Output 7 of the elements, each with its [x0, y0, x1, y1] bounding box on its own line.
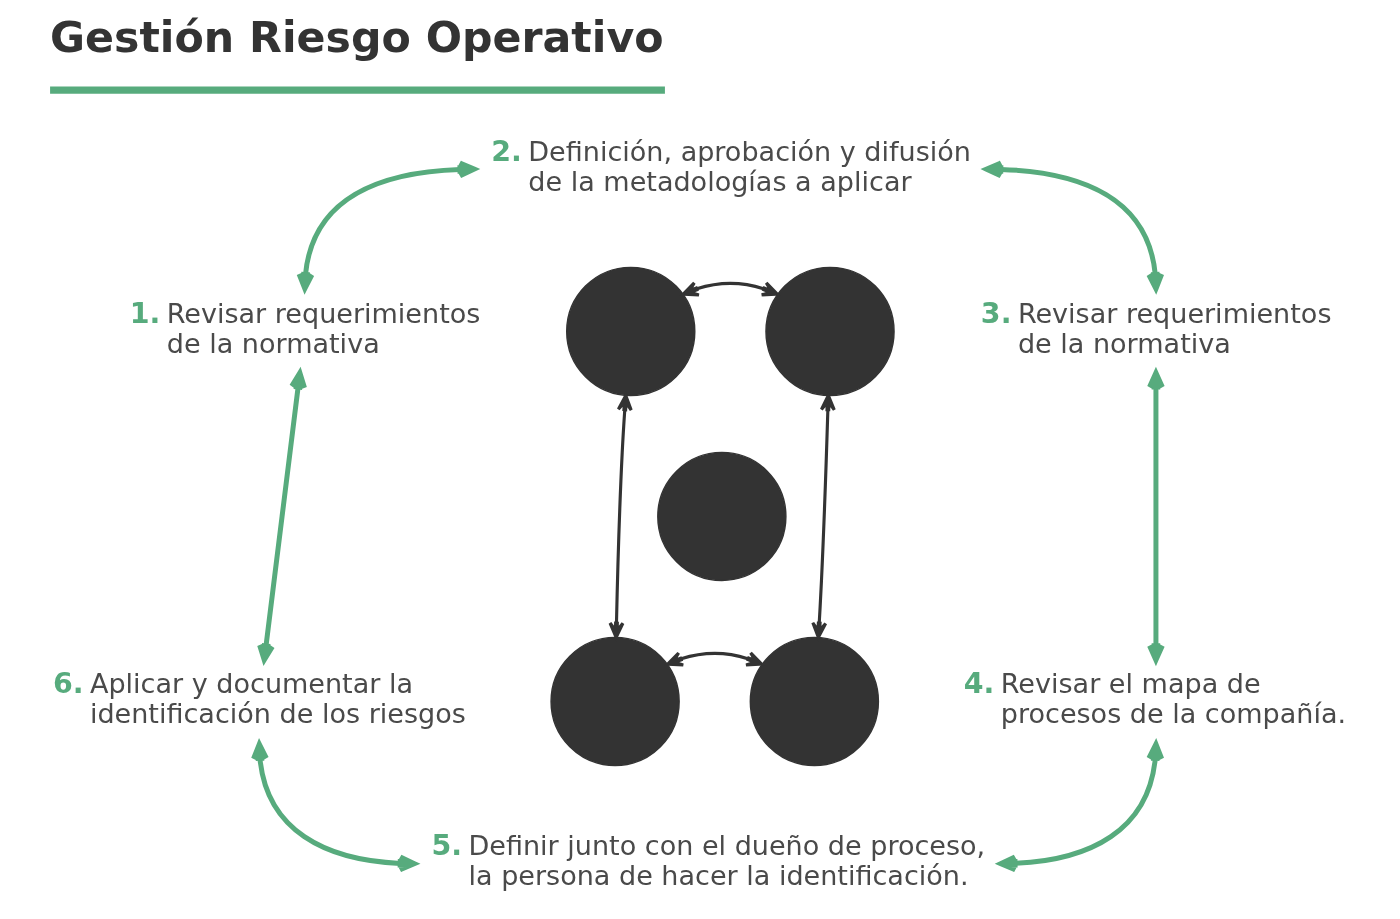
node-text: 3. Revisar requerimientos de la normativa: [980, 296, 1331, 360]
node-text: 6. Aplicar y documentar la identificación de los riesgos: [52, 666, 466, 730]
node-text: 1. Revisar requerimientos de la normativa: [129, 296, 480, 360]
node-text: 5. Definir junto con el dueño de proceso, la persona de hacer la identificación.: [431, 829, 985, 892]
node-text: 4. Revisar el mapa de procesos de la compañía.: [963, 666, 1346, 730]
diagram-title: Gestión Riesgo Operativo: [49, 12, 664, 63]
node-text: 2. Definición, aprobación y difusión de la metadologías a aplicar: [490, 134, 971, 197]
